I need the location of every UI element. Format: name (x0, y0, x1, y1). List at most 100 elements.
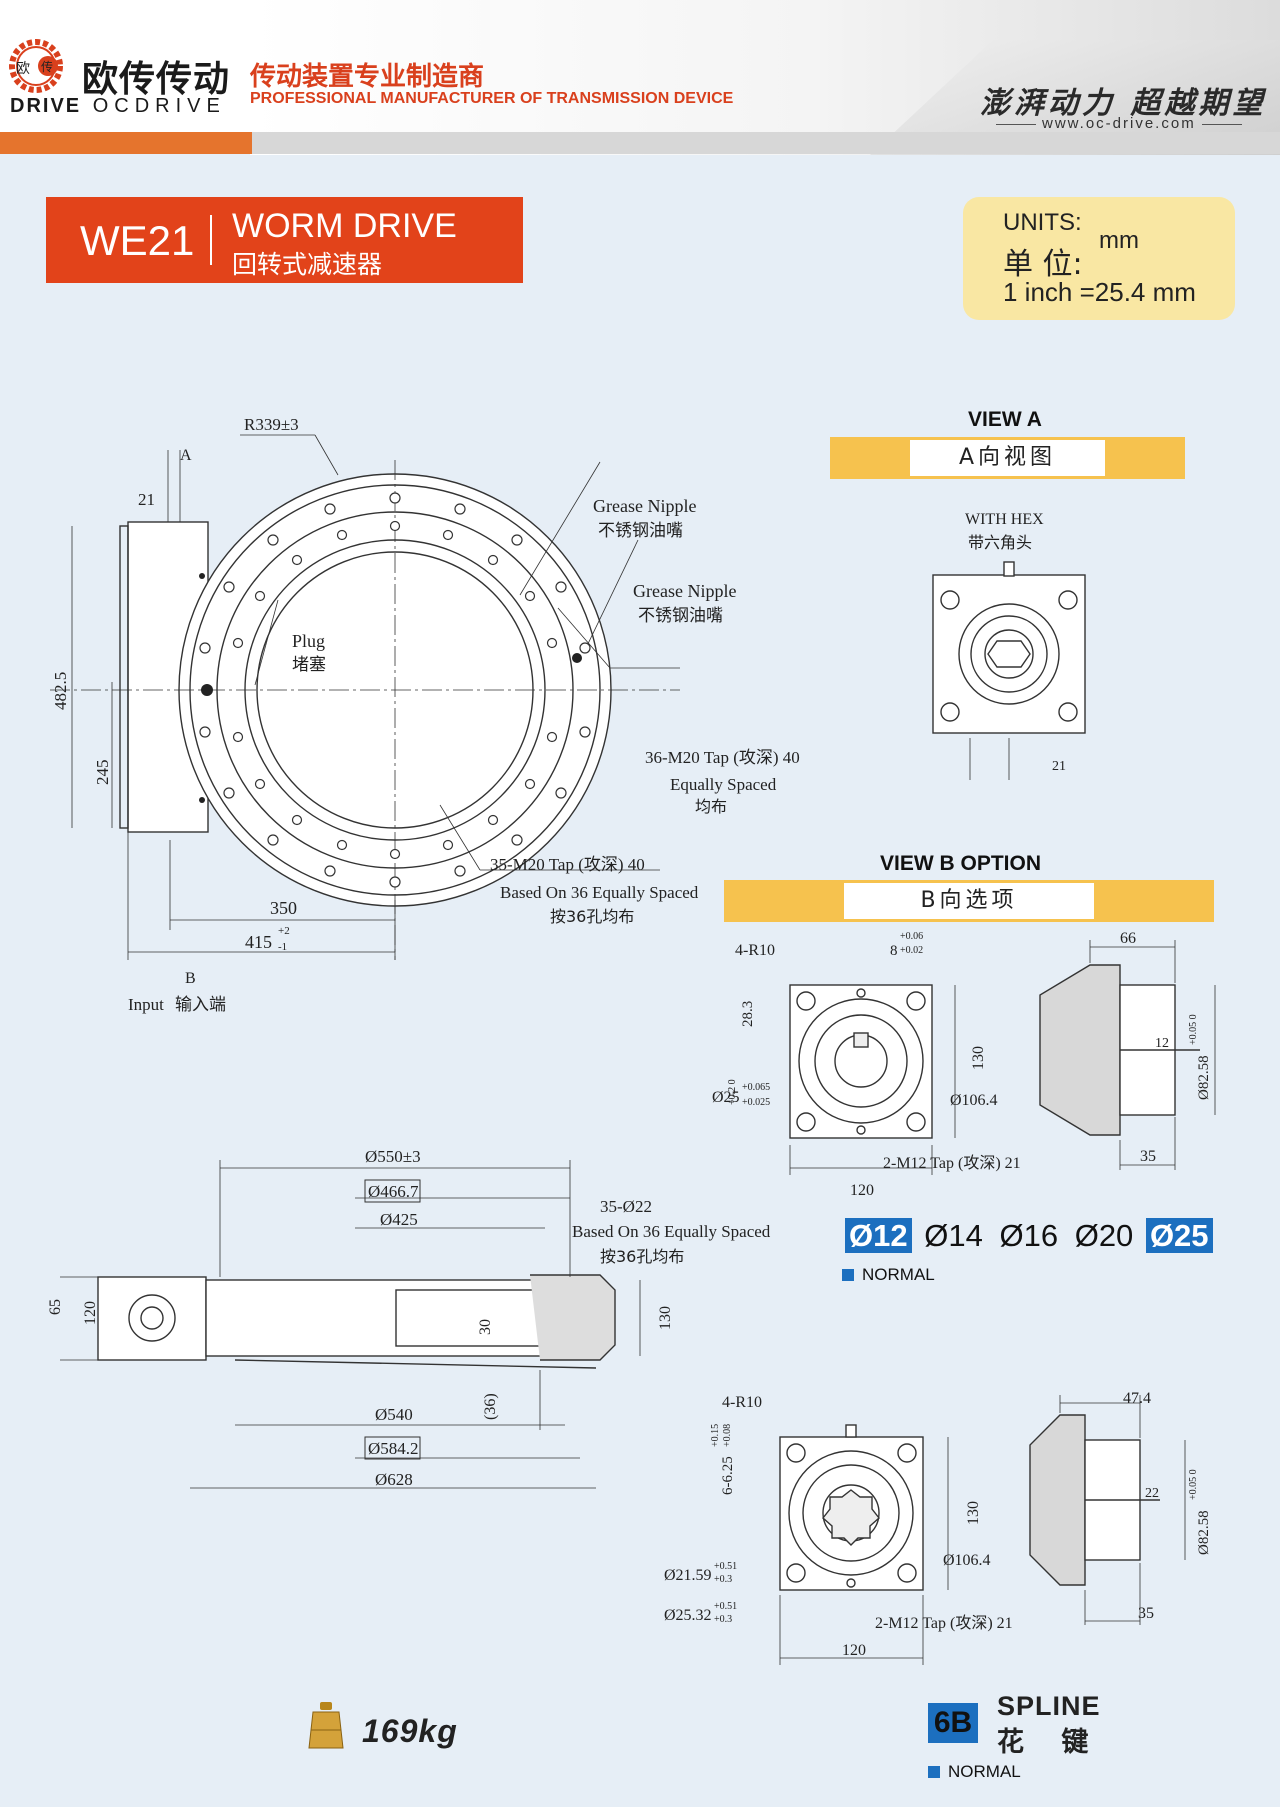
view-b-h130: 130 (970, 1046, 987, 1070)
view-b-w12: 12 (1155, 1036, 1169, 1051)
view-b-w35: 35 (1140, 1148, 1156, 1165)
view-a-subtitle: A向视图 (910, 440, 1105, 476)
logo-char-2: 传 (41, 59, 53, 74)
tagline-cn: 传动装置专业制造商 (250, 62, 485, 92)
view-b-key-tol-dn: +0.02 (900, 945, 923, 956)
model-number: WE21 (80, 217, 195, 264)
view-b-d25-tol-up: +0.065 (742, 1082, 770, 1093)
dim-350: 350 (270, 898, 297, 918)
logo-char-1: 欧 (16, 61, 30, 77)
h65-label: 65 (47, 1299, 64, 1315)
spline-w22: 22 (1145, 1486, 1159, 1501)
spline-r10: 4-R10 (722, 1394, 762, 1411)
spline-d82-tol: +0.05 0 (1188, 1469, 1199, 1500)
weight-icon (308, 1702, 344, 1749)
product-type-en: WORM DRIVE (232, 207, 457, 245)
h30-label: 30 (477, 1319, 494, 1335)
grease-nipple-label-2: Grease Nipple (633, 581, 736, 601)
units-box: UNITS: 单 位: mm 1 inch =25.4 mm (963, 197, 1235, 320)
view-a-marker: A (180, 447, 192, 464)
tap-inner-note-cn: 按36孔均布 (550, 907, 634, 926)
spline-tap: 2-M12 Tap (攻深) 21 (875, 1614, 1013, 1632)
spline-d2159-tol-dn: +0.3 (714, 1574, 732, 1585)
view-a-drawing: WITH HEX 带六角头 21 (932, 511, 1086, 780)
radius-label: R339±3 (244, 415, 299, 434)
dim-415: 415 (245, 932, 272, 952)
holes-label: 35-Ø22 (600, 1197, 652, 1216)
input-label-cn: 输入端 (175, 995, 226, 1015)
view-b-d25: Ø25 (712, 1089, 740, 1106)
units-label-cn: 单 位: (1003, 247, 1083, 282)
h120-label: 120 (82, 1301, 99, 1325)
spline-normal-label: NORMAL (948, 1762, 1021, 1781)
spline-w120: 120 (842, 1642, 866, 1659)
grease-nipple-marker (572, 653, 582, 663)
tap-outer-note-cn: 均布 (695, 797, 727, 816)
tap-inner-label: 35-M20 Tap (攻深) 40 (490, 855, 645, 874)
view-b-d106: Ø106.4 (950, 1092, 998, 1109)
tagline-en: PROFESSIONAL MANUFACTURER OF TRANSMISSIO… (250, 90, 734, 107)
spline-w47: 47.4 (1123, 1390, 1151, 1407)
grease-nipple-label-1: Grease Nipple (593, 496, 696, 516)
brand-name-cn: 欧传传动 (82, 59, 231, 100)
brand-sub: DRIVE (10, 95, 82, 117)
gear-logo-icon: 欧 传 (9, 39, 63, 93)
d584-label: Ø584.2 (368, 1439, 419, 1458)
normal-square-icon (842, 1269, 854, 1281)
spline-w35: 35 (1138, 1605, 1154, 1622)
view-b-subtitle: B向选项 (844, 883, 1094, 919)
spline-d6: 6-6.25 (720, 1456, 736, 1495)
inner-bolt-holes (232, 520, 558, 860)
brand-name-en: DRIVE OCDRIVE (10, 95, 226, 118)
units-label-en: UNITS: (1003, 209, 1082, 236)
view-b-d82: Ø82.58 (1196, 1055, 1212, 1100)
plug-marker (201, 684, 213, 696)
tap-outer-note: Equally Spaced (670, 775, 777, 794)
spline-d82: Ø82.58 (1196, 1510, 1212, 1555)
view-b-bar: B向选项 (724, 880, 1214, 922)
tap-inner-note: Based On 36 Equally Spaced (500, 883, 699, 902)
hex-label-cn: 带六角头 (968, 533, 1032, 552)
header-grey-bar (252, 132, 1280, 154)
spline-d2159: Ø21.59 (664, 1567, 712, 1584)
holes-note: Based On 36 Equally Spaced (572, 1222, 771, 1241)
plug-label-cn: 堵塞 (292, 655, 326, 675)
normal-square-icon (928, 1766, 940, 1778)
grease-nipple-cn-2: 不锈钢油嘴 (638, 606, 723, 626)
spline-h130: 130 (965, 1501, 982, 1525)
spline-d2532-tol-up: +0.51 (714, 1601, 737, 1612)
section-view-drawing: Ø550±3 Ø466.7 Ø425 35-Ø22 Based On 36 Eq… (47, 1147, 771, 1489)
brand-main: OCDRIVE (92, 95, 226, 117)
plug-label: Plug (292, 631, 325, 651)
h130-label: 130 (657, 1306, 674, 1330)
spline-d2159-tol-up: +0.51 (714, 1561, 737, 1572)
view-b-w66: 66 (1120, 930, 1136, 947)
view-b-w120: 120 (850, 1182, 874, 1199)
view-b-r10: 4-R10 (735, 942, 775, 959)
spline-d6-tol-dn: +0.08 (722, 1424, 733, 1447)
shaft-size-16: Ø16 (999, 1218, 1059, 1253)
spline-d6-tol-up: +0.15 (710, 1424, 721, 1447)
housing-bolt (199, 573, 205, 579)
shaft-size-options: Ø12 Ø14 Ø16 Ø20 Ø25 (845, 1218, 1213, 1254)
d628-label: Ø628 (375, 1470, 413, 1489)
tap-outer-label: 36-M20 Tap (攻深) 40 (645, 748, 800, 767)
product-type-cn: 回转式减速器 (232, 250, 383, 279)
model-banner: WE21 WORM DRIVE 回转式减速器 (46, 197, 523, 283)
hex-label-en: WITH HEX (965, 511, 1044, 528)
view-b-d28-tol: +0.2 0 (727, 1079, 738, 1105)
view-b-drawing: 4-R10 8 +0.06 +0.02 28.3 +0.2 0 Ø25 +0.0… (712, 930, 1216, 1199)
d550-label: Ø550±3 (365, 1147, 421, 1166)
units-conversion: 1 inch =25.4 mm (1003, 277, 1196, 307)
spline-view-drawing: 4-R10 6-6.25 +0.15 +0.08 Ø21.59 +0.51 +0… (664, 1390, 1212, 1665)
units-value: mm (1099, 227, 1139, 254)
view-b-key: 8 (890, 943, 898, 959)
d425-label: Ø425 (380, 1210, 418, 1229)
outer-bolt-holes (199, 492, 591, 888)
spline-label-en: SPLINE (997, 1691, 1101, 1721)
dim-245: 245 (93, 760, 112, 786)
shaft-size-12: Ø12 (845, 1218, 912, 1253)
spline-d106: Ø106.4 (943, 1552, 991, 1569)
holes-note-cn: 按36孔均布 (600, 1247, 684, 1266)
hex-dim: 21 (138, 490, 155, 509)
